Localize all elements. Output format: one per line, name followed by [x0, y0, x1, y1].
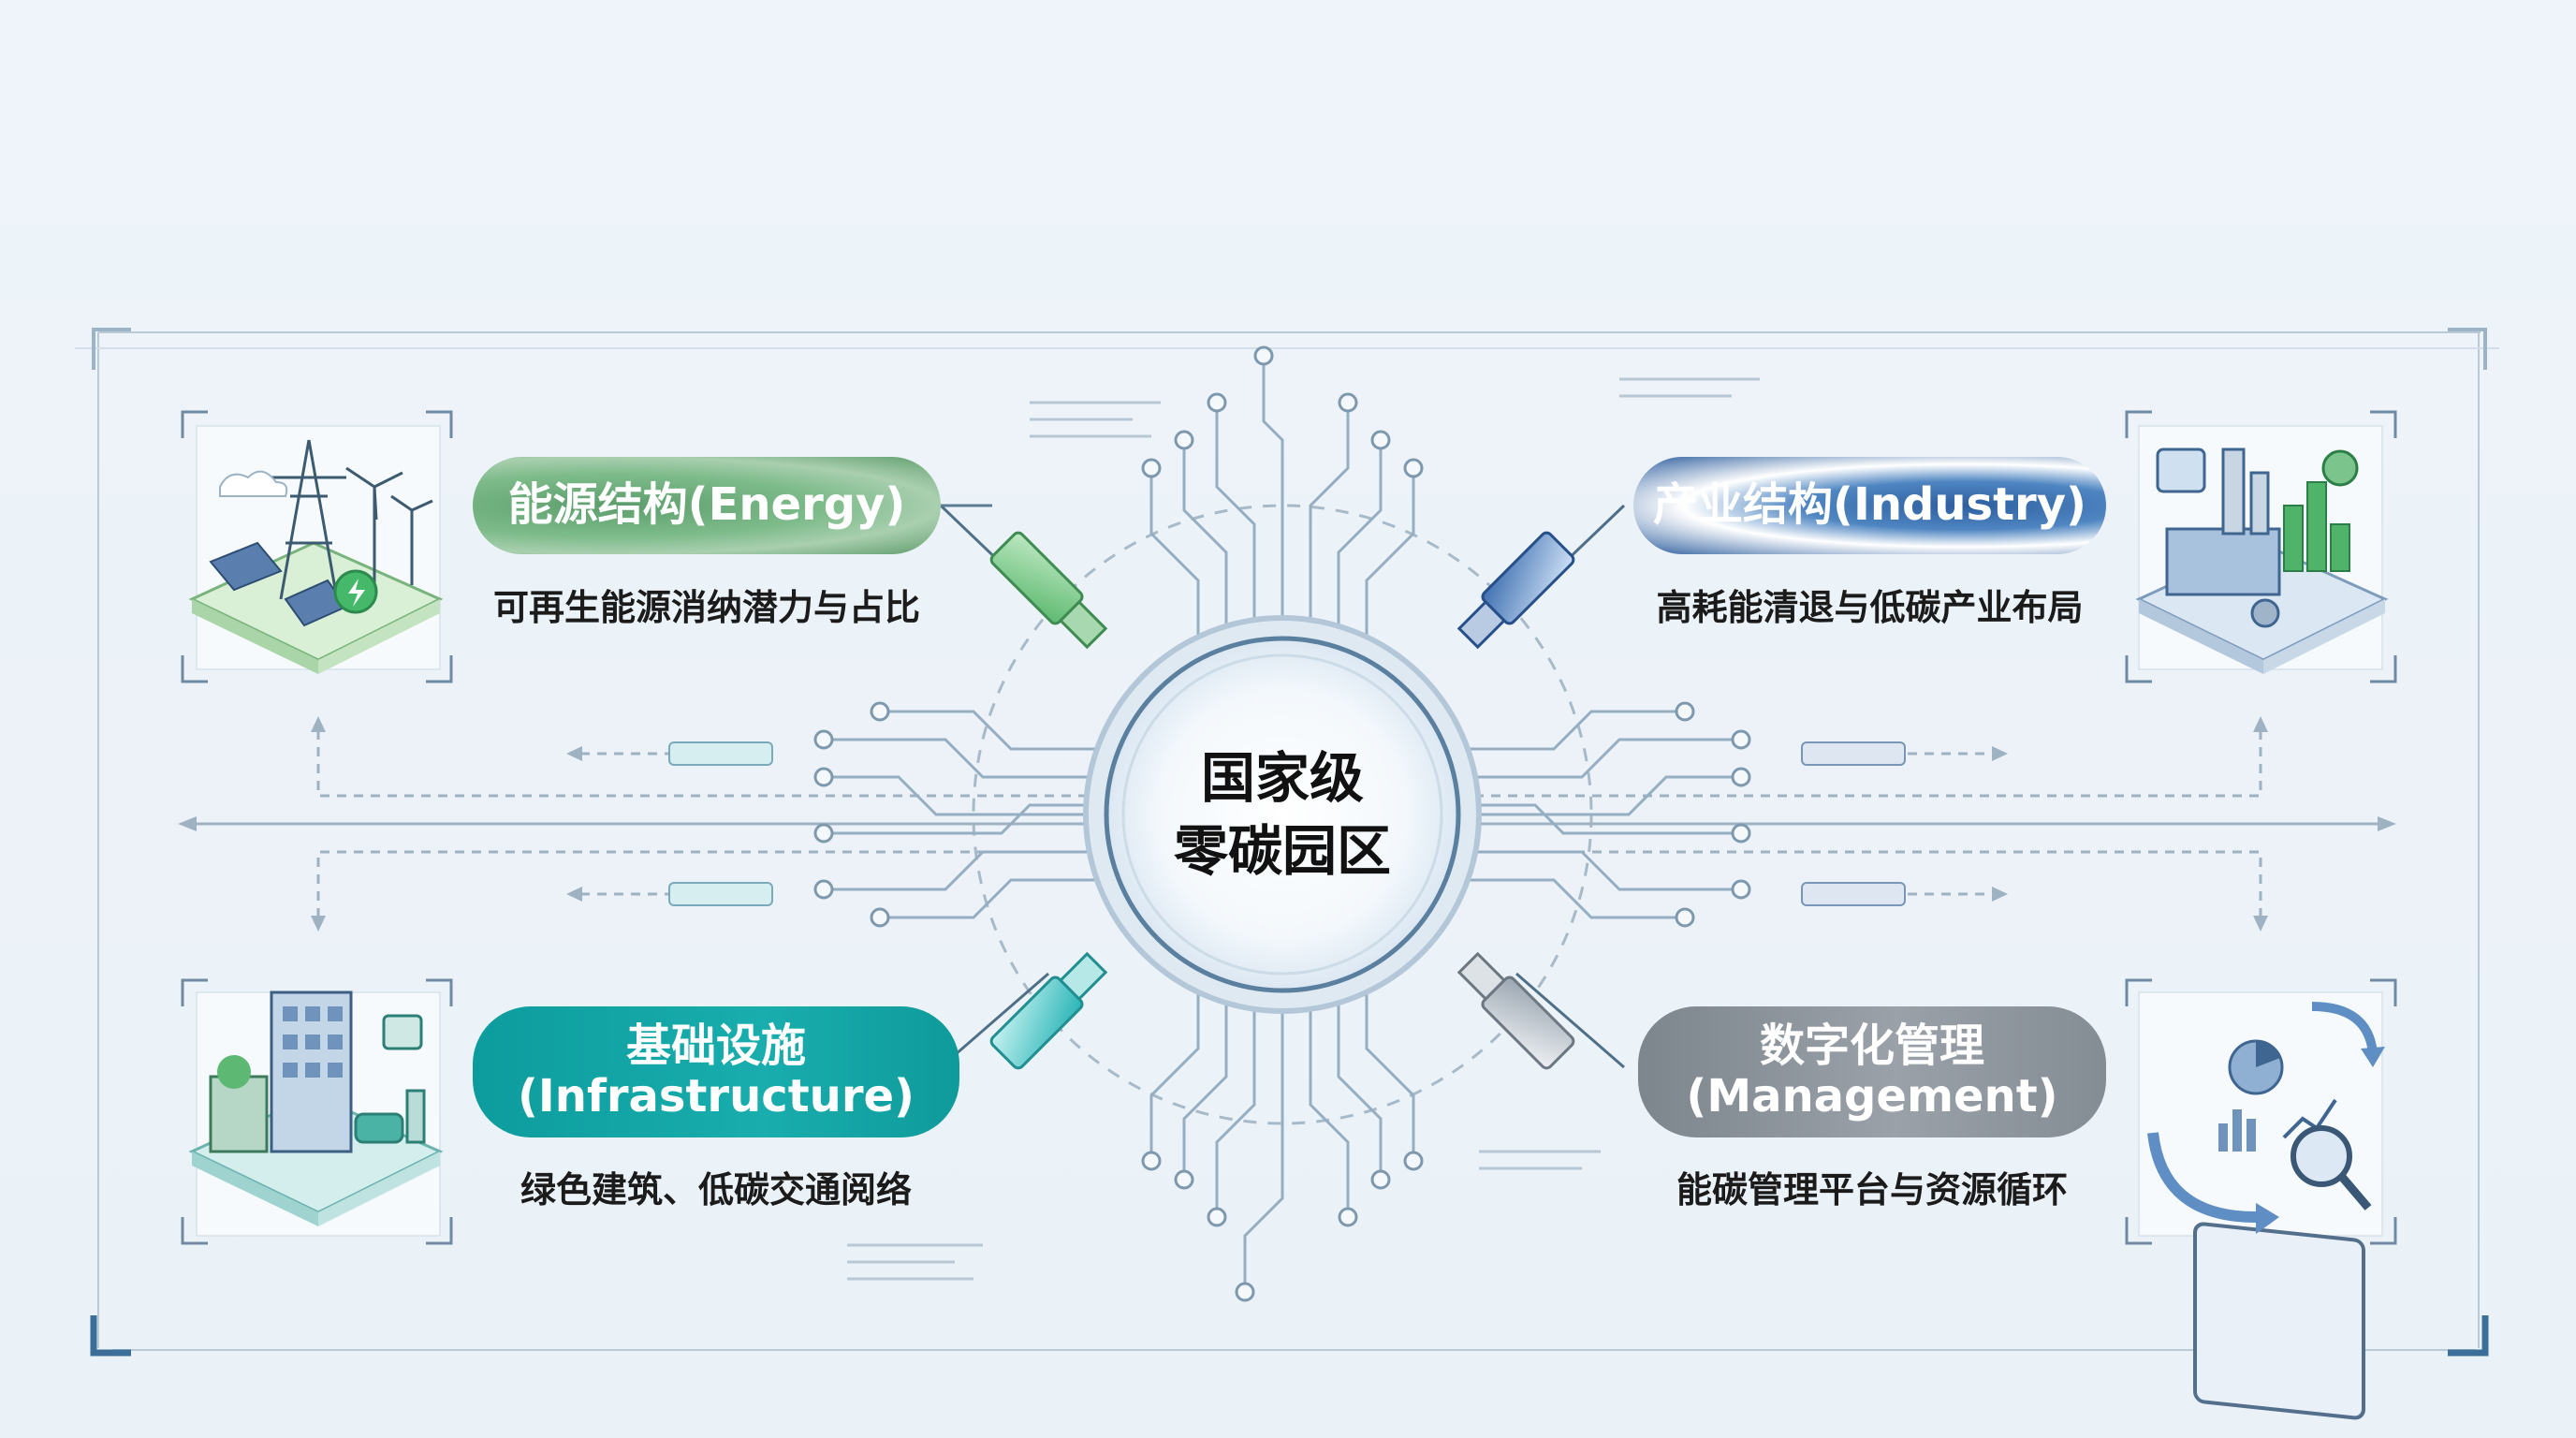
infrastructure-illustration: [188, 990, 444, 1226]
energy-title: 能源结构(Energy): [507, 478, 906, 532]
energy-description: 可再生能源消纳潜力与占比: [492, 587, 920, 628]
infrastructure-description: 绿色建筑、低碳交通阅络: [520, 1169, 912, 1211]
management-illustration: [2147, 1002, 2385, 1420]
plug-green: [989, 531, 1108, 650]
outer-frame: [75, 331, 2499, 1351]
plug-teal: [989, 951, 1108, 1070]
hub-title-line1: 国家级: [1200, 745, 1364, 810]
plug-blue: [1456, 531, 1575, 650]
side-connectors: [668, 741, 1906, 906]
infrastructure-pill: 基础设施 (Infrastructure): [473, 1006, 959, 1137]
infrastructure-title-zh: 基础设施: [625, 1020, 806, 1073]
industry-description: 高耗能清退与低碳产业布局: [1656, 587, 2084, 628]
infrastructure-title-en: (Infrastructure): [517, 1070, 915, 1123]
hub-title-line2: 零碳园区: [1173, 819, 1391, 883]
energy-illustration: [188, 439, 444, 674]
management-description: 能碳管理平台与资源循环: [1676, 1169, 2068, 1211]
industry-pill: 产业结构(Industry): [1633, 457, 2106, 554]
central-hub: 国家级 零碳园区: [1109, 641, 1456, 988]
management-pill: 数字化管理 (Management): [1638, 1006, 2106, 1137]
industry-illustration: [2135, 448, 2389, 674]
plug-gray: [1456, 951, 1575, 1070]
management-title-zh: 数字化管理: [1759, 1020, 1984, 1073]
frame-corners: [90, 328, 2489, 1357]
energy-pill: 能源结构(Energy): [473, 457, 941, 554]
industry-title: 产业结构(Industry): [1653, 478, 2086, 532]
management-title-en: (Management): [1686, 1070, 2058, 1123]
